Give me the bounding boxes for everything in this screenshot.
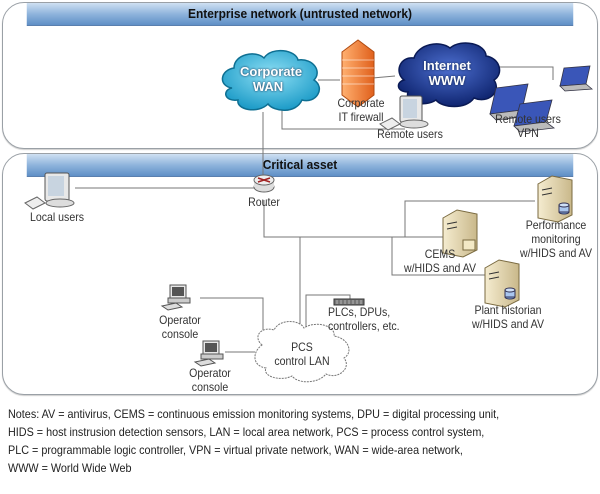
plant-historian-label-line1: Plant historian (474, 303, 542, 317)
plcs-label: PLCs, DPUs, controllers, etc. (328, 305, 409, 333)
pcs-lan-cloud-icon (254, 321, 350, 383)
enterprise-zone-title: Enterprise network (untrusted network) (26, 3, 574, 26)
operator-console-2-label-line1: Operator (189, 366, 231, 380)
internet-label-line2: WWW (428, 73, 466, 88)
operator-console-2-label-line2: console (191, 380, 229, 394)
performance-link (404, 200, 535, 237)
router-label: Router (248, 195, 280, 209)
corporate-wan-label: Corporate WAN (240, 64, 303, 94)
cems-label: CEMS w/HIDS and AV (398, 247, 482, 275)
router-down-link (263, 200, 300, 238)
operator-console-1-label: Operator console (154, 313, 207, 341)
performance-server-icon (537, 175, 573, 223)
firewall-label-line1: Corporate (337, 96, 385, 110)
notes-line: PLC = programmable logic controller, VPN… (8, 443, 463, 457)
firewall-icon (341, 39, 375, 108)
operator1-link (200, 297, 264, 345)
pcs-lan-label-line1: PCS (291, 340, 313, 354)
operator-console-2-icon (193, 340, 224, 367)
notes-line: WWW = World Wide Web (8, 461, 132, 475)
performance-label: Performance monitoring w/HIDS and AV (517, 218, 594, 260)
local-users-computer-icon (24, 172, 75, 210)
remote-vpn-label-line2: VPN (517, 126, 539, 140)
connection-lines (75, 66, 554, 353)
performance-label-line2: monitoring (531, 232, 581, 246)
remote-vpn-label: Remote users VPN (493, 112, 563, 140)
operator-console-2-label: Operator console (184, 366, 237, 394)
pcs-lan-label: PCS control LAN (269, 340, 334, 368)
pcs-to-plc-link (305, 294, 351, 330)
cems-label-line1: CEMS (424, 247, 456, 261)
notes-line: HIDS = host instrusion detection sensors… (8, 425, 485, 439)
remote-vpn-label-line1: Remote users (495, 112, 561, 126)
corporate-wan-label-line1: Corporate (240, 64, 303, 79)
notes-line: Notes: AV = antivirus, CEMS = continuous… (8, 407, 500, 421)
plant-historian-server-icon (484, 259, 520, 308)
corporate-wan-cloud-icon (221, 49, 320, 111)
pcs-lan-label-line2: control LAN (274, 354, 330, 368)
firewall-to-internet-link (372, 75, 396, 79)
operator-console-1-icon (160, 284, 191, 311)
plant-historian-label: Plant historian w/HIDS and AV (464, 303, 552, 331)
critical-zone-title: Critical asset (26, 154, 574, 177)
remote-vpn-laptops-icon (489, 65, 594, 133)
internet-to-vpn-link (480, 66, 554, 80)
operator-console-1-label-line1: Operator (159, 313, 201, 327)
cems-server-icon (442, 209, 478, 258)
cems-label-line2: w/HIDS and AV (403, 261, 476, 275)
plc-rack-icon (333, 298, 365, 306)
firewall-label: Corporate IT firewall (334, 96, 389, 124)
corporate-wan-label-line2: WAN (252, 79, 284, 94)
notes-legend: Notes: AV = antivirus, CEMS = continuous… (8, 405, 539, 477)
plant-historian-label-line2: w/HIDS and AV (471, 317, 544, 331)
plcs-label-line1: PLCs, DPUs, (328, 305, 391, 319)
operator-console-1-label-line2: console (161, 327, 199, 341)
router-icon (253, 174, 275, 193)
local-users-label: Local users (29, 210, 85, 224)
remote-users-computer-icon (379, 95, 429, 131)
historian-link (391, 237, 490, 276)
performance-label-line3: w/HIDS and AV (519, 246, 592, 260)
plcs-label-line2: controllers, etc. (328, 319, 400, 333)
internet-label: Internet WWW (422, 58, 472, 88)
internet-label-line1: Internet (423, 58, 471, 73)
wan-to-remote-users-link (281, 110, 405, 130)
firewall-label-line2: IT firewall (338, 110, 384, 124)
performance-label-line1: Performance (525, 218, 587, 232)
remote-users-label: Remote users (377, 127, 443, 141)
